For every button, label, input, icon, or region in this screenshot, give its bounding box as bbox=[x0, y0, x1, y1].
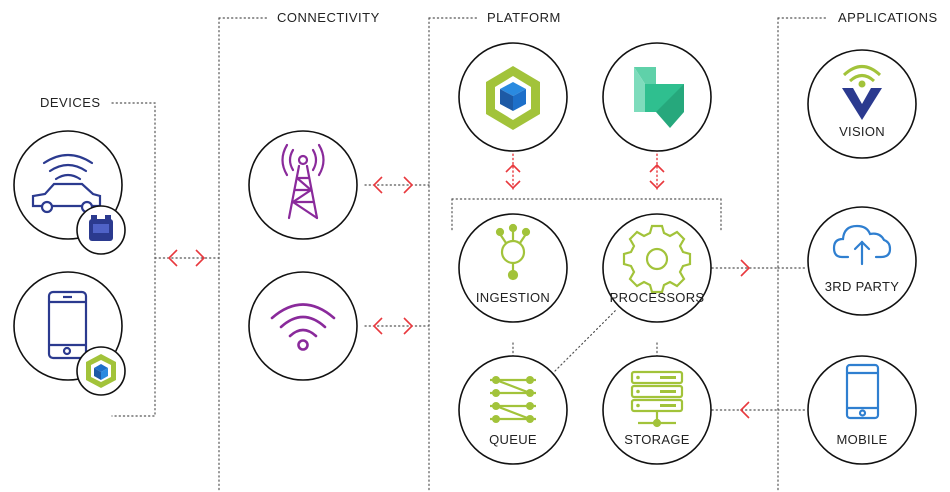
cloud-upload-icon bbox=[832, 224, 892, 266]
storage-label: STORAGE bbox=[624, 432, 689, 447]
bidirectional-arrow-tower bbox=[372, 176, 414, 194]
ingestion-node-icon bbox=[495, 223, 531, 281]
bidirectional-arrow-cube-logo bbox=[505, 163, 521, 190]
connected-car-icon bbox=[31, 153, 102, 214]
device-car bbox=[13, 130, 126, 255]
platform-cube-logo bbox=[458, 42, 568, 152]
cell-tower-icon bbox=[281, 143, 325, 220]
bidirectional-arrow-wifi bbox=[372, 317, 414, 335]
green-d-logo-icon bbox=[634, 67, 684, 128]
bidirectional-arrow-green-logo bbox=[649, 163, 665, 190]
hexagon-cube-logo-icon bbox=[486, 66, 540, 130]
app-third-party: 3RD PARTY bbox=[807, 206, 917, 316]
mobile-phone-icon bbox=[845, 363, 880, 420]
platform-green-logo bbox=[602, 42, 712, 152]
third-party-label: 3RD PARTY bbox=[825, 279, 899, 294]
vision-logo-icon bbox=[842, 65, 882, 120]
device-phone bbox=[13, 271, 126, 396]
smartphone-icon bbox=[47, 290, 88, 360]
app-mobile: MOBILE bbox=[807, 355, 917, 465]
platform-storage: STORAGE bbox=[602, 355, 712, 465]
mobile-label: MOBILE bbox=[837, 432, 888, 447]
platform-header: PLATFORM bbox=[487, 10, 561, 25]
platform-queue: QUEUE bbox=[458, 355, 568, 465]
app-vision: VISION bbox=[807, 49, 917, 159]
bidirectional-arrow-devices bbox=[167, 249, 206, 267]
applications-header: APPLICATIONS bbox=[838, 10, 938, 25]
vision-label: VISION bbox=[839, 124, 885, 139]
connectivity-wifi bbox=[248, 271, 358, 381]
arrow-to-storage bbox=[739, 401, 750, 419]
gear-icon bbox=[622, 224, 692, 294]
data-flow-arrows bbox=[167, 163, 751, 419]
devices-header: DEVICES bbox=[40, 95, 101, 110]
connectivity-header: CONNECTIVITY bbox=[277, 10, 380, 25]
queue-icon bbox=[490, 376, 536, 423]
ingestion-label: INGESTION bbox=[476, 290, 550, 305]
platform-ingestion: INGESTION bbox=[458, 213, 568, 323]
server-storage-icon bbox=[630, 370, 684, 428]
processors-label: PROCESSORS bbox=[610, 290, 705, 305]
wifi-icon bbox=[270, 303, 336, 351]
connectivity-cellular bbox=[248, 130, 358, 240]
cube-logo-icon bbox=[86, 354, 116, 388]
obd-dongle-icon bbox=[89, 215, 113, 241]
queue-label: QUEUE bbox=[489, 432, 537, 447]
connector-lines bbox=[111, 17, 829, 492]
arrow-to-applications bbox=[740, 259, 751, 277]
platform-processors: PROCESSORS bbox=[602, 213, 712, 323]
